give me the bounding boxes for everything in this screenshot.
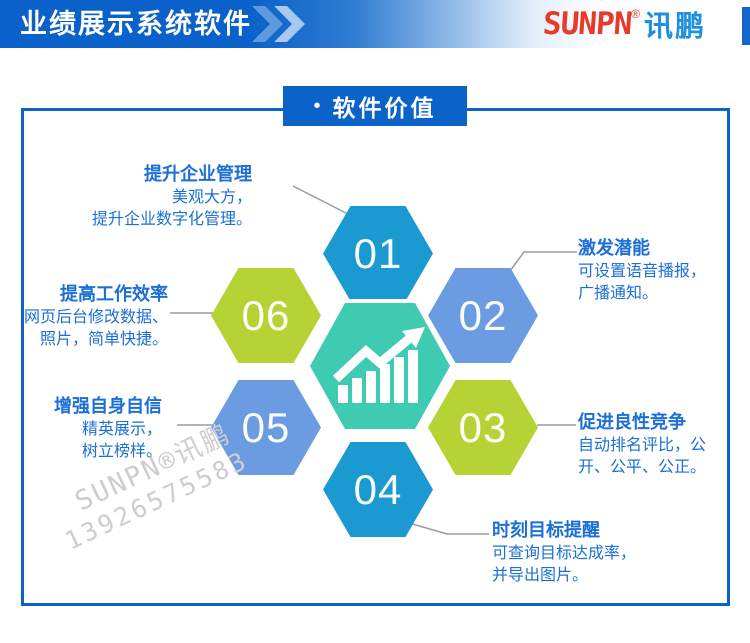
note-01-line: 美观大方， [171,189,252,206]
note-05-line: 树立榜样。 [81,443,162,460]
note-02-title: 激发潜能 [578,238,650,258]
connector-line [292,185,349,215]
hexagon-06: 06 [211,268,321,363]
header-edge-stripe [742,7,750,45]
note-05: 增强自身自信 精英展示， 树立榜样。 [54,394,162,463]
note-04-line: 可查询目标达成率， [492,545,637,562]
note-01-title: 提升企业管理 [144,164,252,184]
brand-logo-cn: 讯鹏 [643,11,706,43]
note-03-line: 开、公平、公正。 [578,459,707,476]
note-04-title: 时刻目标提醒 [492,520,600,540]
note-02-line: 可设置语音播报， [578,263,707,280]
note-03-line: 自动排名评比，公 [578,437,707,454]
note-03-title: 促进良性竞争 [578,412,686,432]
connector-line [401,520,489,535]
section-badge-label: 软件价值 [332,95,437,121]
section-badge: • 软件价值 [283,86,467,126]
brand-logo: SUNPN ® 讯鹏 [542,0,706,48]
note-05-line: 精英展示， [81,421,162,438]
note-01-line: 提升企业数字化管理。 [91,211,252,228]
note-06-line: 网页后台修改数据、 [23,309,168,326]
hexagon-05-number: 05 [241,403,291,451]
hexagon-01: 01 [323,206,433,301]
connector-line [509,251,577,272]
hexagon-05: 05 [211,380,321,475]
note-06: 提高工作效率 网页后台修改数据、 照片，简单快捷。 [24,282,168,351]
note-05-title: 增强自身自信 [54,396,162,416]
note-03: 促进良性竞争 自动排名评比，公 开、公平、公正。 [578,410,706,479]
page-title: 业绩展示系统软件 [20,9,252,39]
hexagon-01-number: 01 [353,229,403,277]
hexagon-02-number: 02 [458,291,508,339]
note-06-line: 照片，简单快捷。 [39,331,168,348]
hexagon-03-number: 03 [458,403,508,451]
header-bar: 业绩展示系统软件 SUNPN ® 讯鹏 [0,0,750,48]
note-04: 时刻目标提醒 可查询目标达成率， 并导出图片。 [492,518,636,587]
bullet-icon: • [313,95,321,117]
hexagon-04-number: 04 [353,465,403,513]
growth-chart-icon [332,327,425,403]
note-02-line: 广播通知。 [578,285,659,302]
note-04-line: 并导出图片。 [492,567,589,584]
note-06-title: 提高工作效率 [60,284,168,304]
registered-mark-icon: ® [631,7,640,21]
note-01: 提升企业管理 美观大方， 提升企业数字化管理。 [92,162,252,231]
chevron-right-icon [252,6,305,42]
center-hexagon [310,303,450,429]
center-hexagon-outline [306,299,454,433]
note-02: 激发潜能 可设置语音播报， 广播通知。 [578,236,706,305]
hexagon-06-number: 06 [241,291,291,339]
